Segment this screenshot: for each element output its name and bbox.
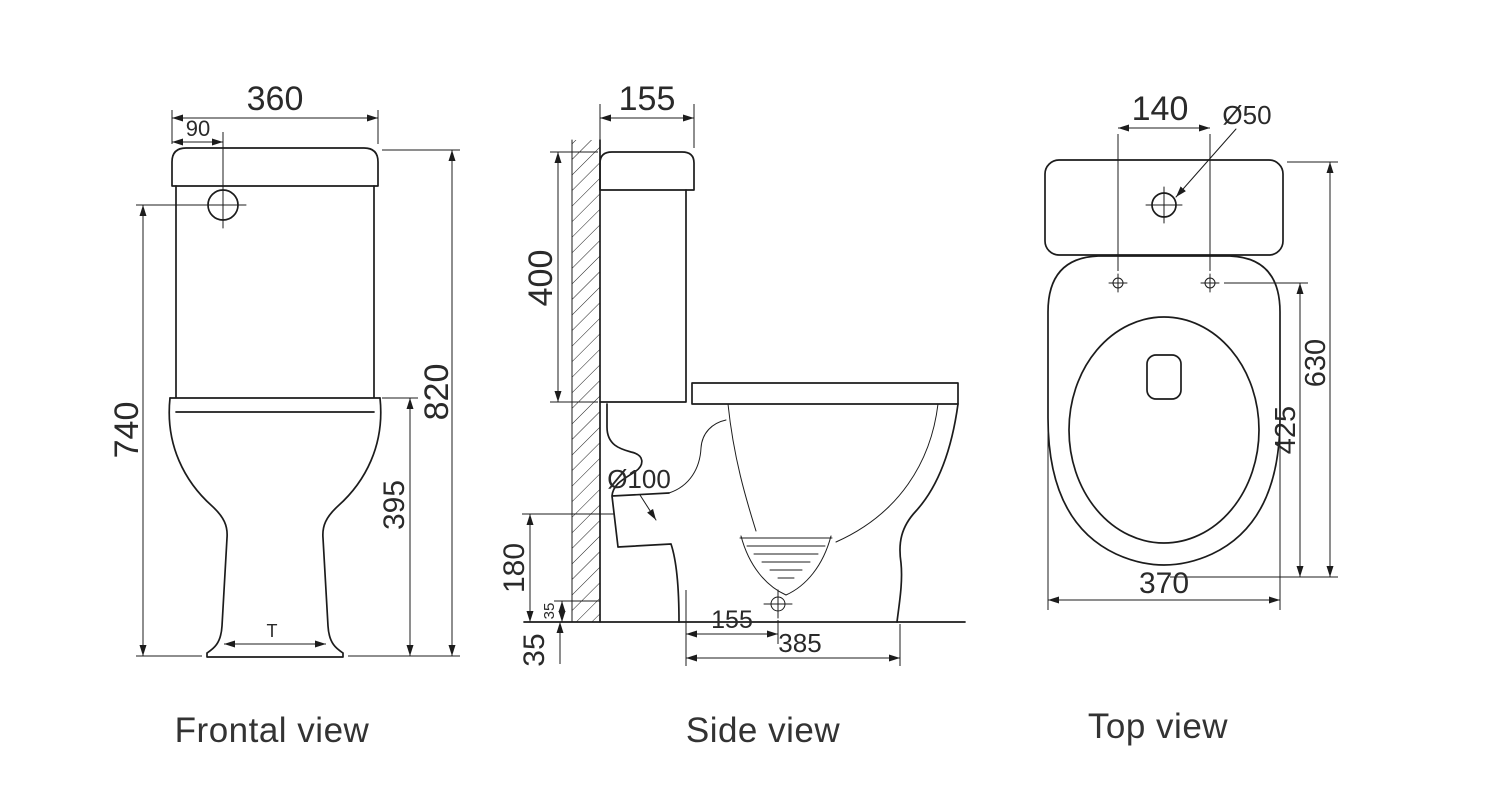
side-tank-body (599, 189, 687, 403)
dim-label-top-overall-length: 630 (1300, 339, 1332, 387)
dim-frontal-width: 360 (171, 80, 379, 144)
dim-label-frontal-width: 360 (247, 80, 304, 118)
dim-label-side-outlet-height: 180 (498, 543, 531, 593)
side-tank-lid (599, 151, 695, 191)
inlet-hole (1145, 186, 1183, 224)
frontal-tank-body (169, 185, 381, 413)
dim-side-drain-offset: 155 (685, 590, 779, 666)
top-view: 140 Ø50 630 425 370 Top view (1044, 90, 1338, 746)
dim-top-overall-length: 630 (1170, 161, 1338, 578)
side-view-label: Side view (686, 711, 841, 750)
frontal-tank-lid (171, 147, 379, 187)
wall-hatch (571, 139, 601, 623)
dim-label-frontal-button-offset: 90 (186, 116, 210, 141)
frontal-view: 360 90 740 820 395 T Fr (108, 80, 460, 750)
top-bowl-outline (1047, 255, 1281, 566)
dim-label-frontal-bowl-height: 395 (378, 480, 411, 530)
top-outlet-detail (1146, 354, 1182, 400)
dim-label-side-tank-depth: 155 (619, 80, 676, 118)
dim-label-top-seat-length: 425 (1270, 406, 1302, 454)
callout-outlet-diameter: Ø100 (607, 464, 671, 521)
top-seat-opening (1068, 316, 1260, 544)
frontal-bowl-pedestal (168, 397, 382, 658)
callout-hole-diameter: Ø50 (1175, 100, 1272, 198)
dim-frontal-height-to-button: 740 (108, 204, 204, 657)
dim-label-frontal-overall-height: 820 (418, 364, 456, 421)
dim-top-width: 370 (1047, 422, 1281, 610)
inlet-hole-centermark (1145, 186, 1183, 224)
side-bowl-profile (606, 403, 959, 623)
dim-label-side-gap-large: 35 (518, 633, 551, 666)
water-surface-lines (739, 537, 833, 579)
dim-frontal-bowl-height: 395 (378, 397, 418, 656)
side-trapway-lines (668, 403, 939, 596)
dim-side-gap-large: 35 (518, 622, 564, 667)
dim-label-outlet-diameter: Ø100 (607, 464, 671, 494)
dim-label-side-tank-height: 400 (522, 250, 560, 307)
side-seat-lid (691, 382, 959, 405)
dim-label-side-drain-offset: 155 (711, 606, 753, 634)
dim-frontal-base-mark: T (224, 621, 326, 648)
dim-side-gap-small: 35 (541, 600, 600, 622)
dim-side-outlet-height: 180 (498, 513, 614, 622)
dim-label-hole-diameter: Ø50 (1222, 100, 1271, 130)
dim-label-side-gap-small: 35 (541, 603, 558, 620)
drain-marker (763, 589, 793, 619)
side-view: 155 400 Ø100 180 35 35 (498, 80, 966, 750)
dim-label-side-overall-depth: 385 (778, 628, 821, 658)
dim-top-hole-spacing: 140 (1117, 90, 1211, 271)
top-view-label: Top view (1088, 707, 1228, 746)
dim-side-overall-depth: 385 (686, 624, 901, 666)
dim-frontal-button-offset: 90 (172, 116, 224, 182)
dim-frontal-overall-height: 820 (348, 149, 460, 657)
dim-label-frontal-height-to-button: 740 (108, 402, 146, 459)
dim-label-frontal-base-mark: T (267, 621, 278, 641)
flush-button (199, 181, 247, 229)
dim-label-top-width: 370 (1139, 567, 1189, 600)
dim-top-seat-length: 425 (1224, 282, 1308, 577)
bolt-hole-right (1200, 273, 1220, 293)
flush-button-centermark (199, 181, 247, 229)
frontal-view-label: Frontal view (175, 711, 370, 750)
dim-side-tank-depth: 155 (599, 80, 695, 148)
bolt-hole-left (1108, 273, 1128, 293)
dim-side-tank-height: 400 (522, 151, 598, 403)
dim-label-top-hole-spacing: 140 (1132, 90, 1189, 128)
top-tank (1044, 159, 1284, 256)
